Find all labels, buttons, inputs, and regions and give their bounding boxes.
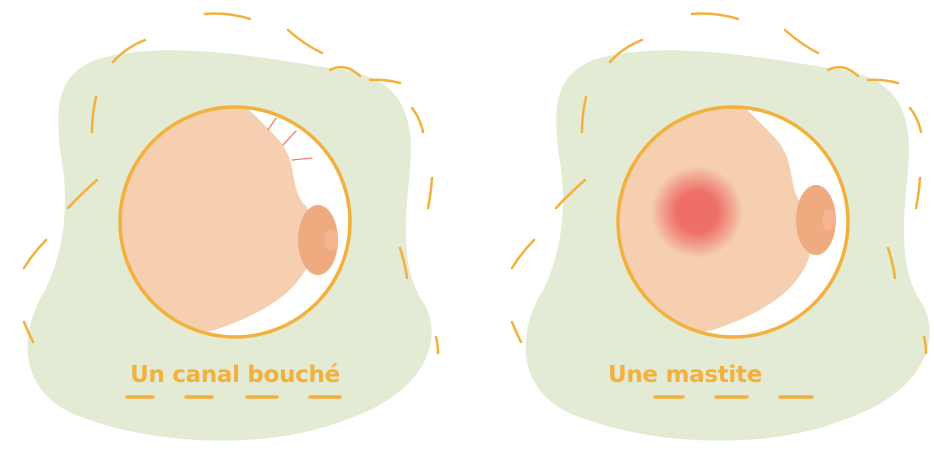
caption-blocked-duct: Un canal bouché [105,362,365,388]
nipple [822,209,836,231]
caption-mastitis: Une mastite [585,362,785,388]
inflammation-spot [651,166,743,258]
nipple [324,229,338,251]
